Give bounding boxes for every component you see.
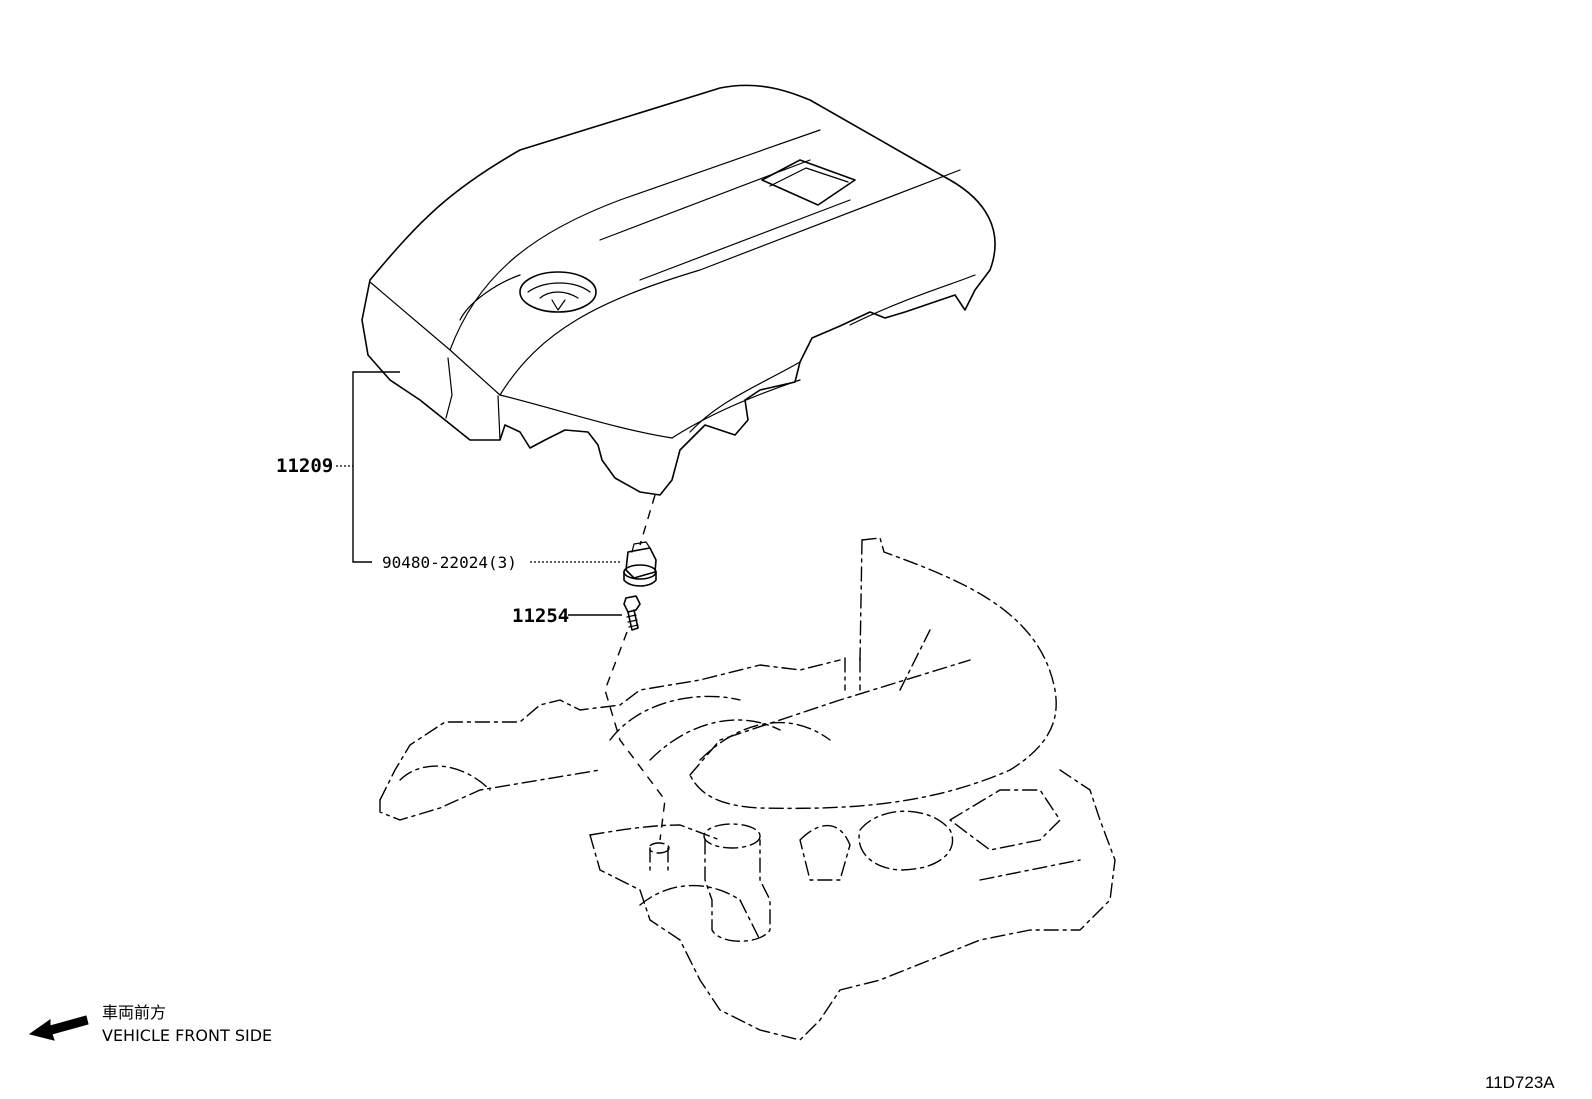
arrow-left-down-icon <box>28 1015 89 1041</box>
stud-bolt-drawing <box>623 595 641 631</box>
callout-90480-22024: 90480-22024(3) <box>382 553 622 572</box>
callout-11209: 11209 <box>276 371 400 563</box>
alignment-line <box>604 494 666 841</box>
engine-block-phantom <box>379 537 1116 1041</box>
grommet-drawing <box>623 541 657 587</box>
diagram-reference-code: 11D723A <box>1485 1073 1555 1092</box>
part-number-stud-bolt[interactable]: 11254 <box>512 605 569 627</box>
part-number-engine-cover[interactable]: 11209 <box>276 455 333 477</box>
engine-cover-drawing <box>361 84 996 496</box>
callout-11254: 11254 <box>512 605 622 627</box>
vehicle-front-note: 車両前方 VEHICLE FRONT SIDE <box>28 1003 272 1045</box>
part-number-grommet[interactable]: 90480-22024(3) <box>382 553 517 572</box>
vehicle-front-label-en: VEHICLE FRONT SIDE <box>102 1026 272 1045</box>
emblem-icon <box>519 271 597 313</box>
vehicle-front-label-jp: 車両前方 <box>102 1003 166 1022</box>
